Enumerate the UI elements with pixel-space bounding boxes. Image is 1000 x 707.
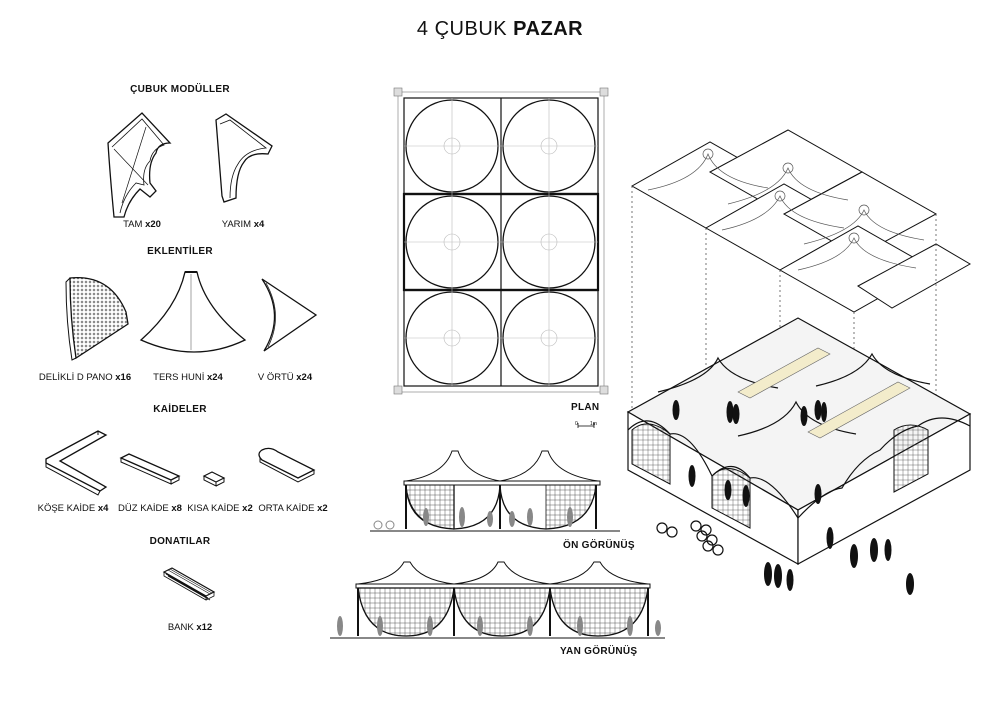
kose-kaide-drawing [45,430,108,496]
kisa-label: KISA KAİDE x2 [187,503,253,514]
heading-donatilar: DONATILAR [149,536,211,547]
v-ortu-drawing [261,278,318,352]
axonometric-drawing [626,129,972,595]
plan-scale-bar [577,423,595,428]
side-elevation-label: YAN GÖRÜNÜŞ [560,646,638,657]
front-elevation-label: ÖN GÖRÜNÜŞ [563,540,635,551]
plan-scale-zero: 0 [575,421,578,427]
bank-label: BANK x12 [167,622,213,633]
yarim-module-drawing [215,113,273,203]
orta-label: ORTA KAİDE x2 [258,503,328,514]
plan-drawing [393,87,609,395]
plan-label: PLAN [571,402,600,413]
kose-label: KÖŞE KAİDE x4 [37,503,109,514]
plan-scale-one: 1m [590,421,597,427]
heading-eklentiler: EKLENTİLER [147,246,213,257]
heading-moduller: ÇUBUK MODÜLLER [130,84,230,95]
orta-kaide-drawing [258,447,316,483]
heading-kaideler: KAİDELER [153,404,207,415]
drawing-title: 4 ÇUBUK PAZAR [416,18,584,40]
bank-drawing [162,567,216,601]
side-elevation-drawing [330,561,665,639]
tam-label: TAM x20 [123,219,161,230]
vortu-label: V ÖRTÜ x24 [257,372,313,383]
huni-label: TERS HUNİ x24 [153,372,223,383]
tam-module-drawing [107,112,172,218]
delikli-pano-drawing [65,276,129,361]
front-elevation-drawing [370,450,620,532]
kisa-kaide-drawing [202,471,226,487]
yarim-label: YARIM x4 [221,219,265,230]
duz-label: DÜZ KAİDE x8 [118,503,182,514]
ters-huni-drawing [139,271,247,353]
delikli-label: DELİKLİ D PANO x16 [38,372,132,383]
duz-kaide-drawing [119,453,181,485]
